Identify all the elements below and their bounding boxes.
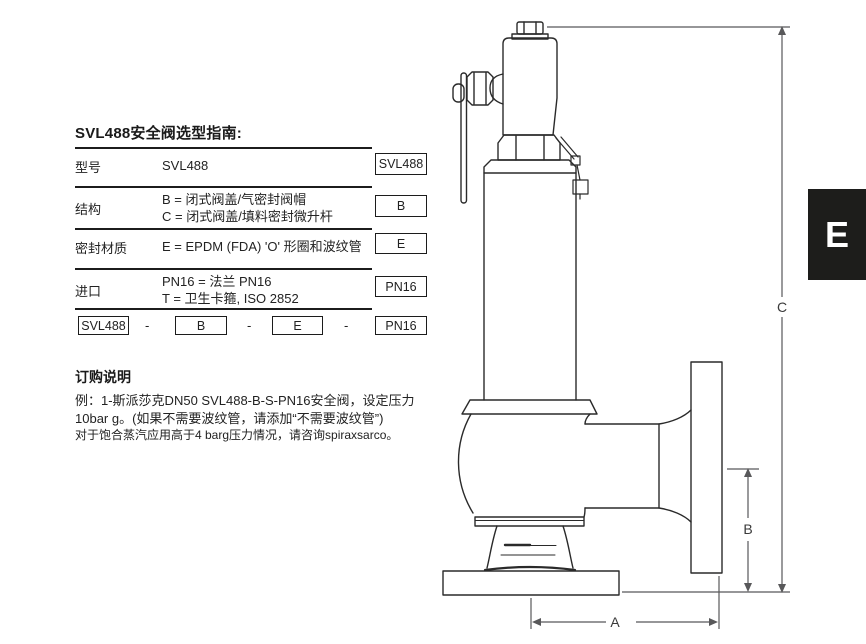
- section-tab-label: E: [824, 213, 849, 255]
- valve-body: [457, 409, 692, 527]
- selection-guide-title: SVL488安全阀选型指南:: [75, 125, 242, 142]
- inlet-pedestal: [483, 525, 577, 572]
- table-rule: [75, 228, 372, 230]
- option-line: C = 闭式阀盖/填料密封微升杆: [162, 209, 333, 224]
- code-separator: -: [344, 318, 349, 333]
- valve-lever: [452, 71, 504, 204]
- code-box-seal-material: E: [375, 233, 427, 254]
- table-rule: [75, 186, 372, 188]
- row-options-inlet: PN16 = 法兰 PN16 T = 卫生卡箍, ISO 2852: [162, 273, 299, 307]
- row-options-structure: B = 闭式阀盖/气密封阀帽 C = 闭式阀盖/填料密封微升杆: [162, 191, 333, 225]
- outlet-flange: [690, 361, 723, 574]
- code-part-model: SVL488: [78, 316, 129, 335]
- ordering-line: 10bar g。(如果不需要波纹管，请添加“不需要波纹管”): [75, 411, 384, 426]
- code-box-model: SVL488: [375, 153, 427, 175]
- table-rule: [75, 268, 372, 270]
- inlet-flange: [442, 570, 620, 596]
- dimension-a-line: [530, 576, 720, 629]
- bonnet-hex-section: [497, 134, 561, 161]
- option-line: T = 卫生卡箍, ISO 2852: [162, 291, 299, 306]
- table-rule: [75, 308, 372, 310]
- row-label-model: 型号: [75, 160, 102, 175]
- dimension-lines: [530, 26, 790, 629]
- valve-cap: [511, 21, 549, 40]
- code-box-inlet: PN16: [375, 276, 427, 297]
- spring-housing: [483, 159, 577, 401]
- safety-valve-outline: [442, 21, 723, 596]
- option-line: PN16 = 法兰 PN16: [162, 274, 272, 289]
- option-line: E = EPDM (FDA) 'O' 形圈和波纹管: [162, 239, 362, 254]
- section-tab-e: E: [808, 189, 866, 280]
- option-line: SVL488: [162, 158, 209, 173]
- ordering-notes-title: 订购说明: [75, 369, 131, 385]
- dimension-b-line: [727, 468, 759, 592]
- row-label-structure: 结构: [75, 202, 102, 217]
- row-label-seal-material: 密封材质: [75, 241, 128, 256]
- seal-wire-tag: [555, 136, 589, 200]
- row-label-inlet: 进口: [75, 284, 102, 299]
- dimension-a-label: A: [610, 614, 620, 630]
- code-part-structure: B: [175, 316, 227, 335]
- dimension-c-label: C: [777, 299, 787, 315]
- code-separator: -: [145, 318, 150, 333]
- dimension-b-label: B: [743, 521, 752, 537]
- dimension-c-line: [547, 26, 790, 593]
- ordering-line: 对于饱合蒸汽应用高于4 barg压力情况，请咨询spiraxsarco。: [75, 428, 399, 442]
- code-part-seal: E: [272, 316, 323, 335]
- code-box-structure: B: [375, 195, 427, 217]
- code-separator: -: [247, 318, 252, 333]
- row-options-seal-material: E = EPDM (FDA) 'O' 形圈和波纹管: [162, 238, 362, 255]
- row-options-model: SVL488: [162, 157, 208, 174]
- valve-bonnet: [502, 37, 558, 136]
- code-part-inlet: PN16: [375, 316, 427, 335]
- body-collar: [461, 399, 598, 415]
- table-rule: [75, 147, 372, 149]
- option-line: B = 闭式阀盖/气密封阀帽: [162, 192, 307, 207]
- ordering-line: 例：1-斯派莎克DN50 SVL488-B-S-PN16安全阀，设定压力: [75, 393, 415, 408]
